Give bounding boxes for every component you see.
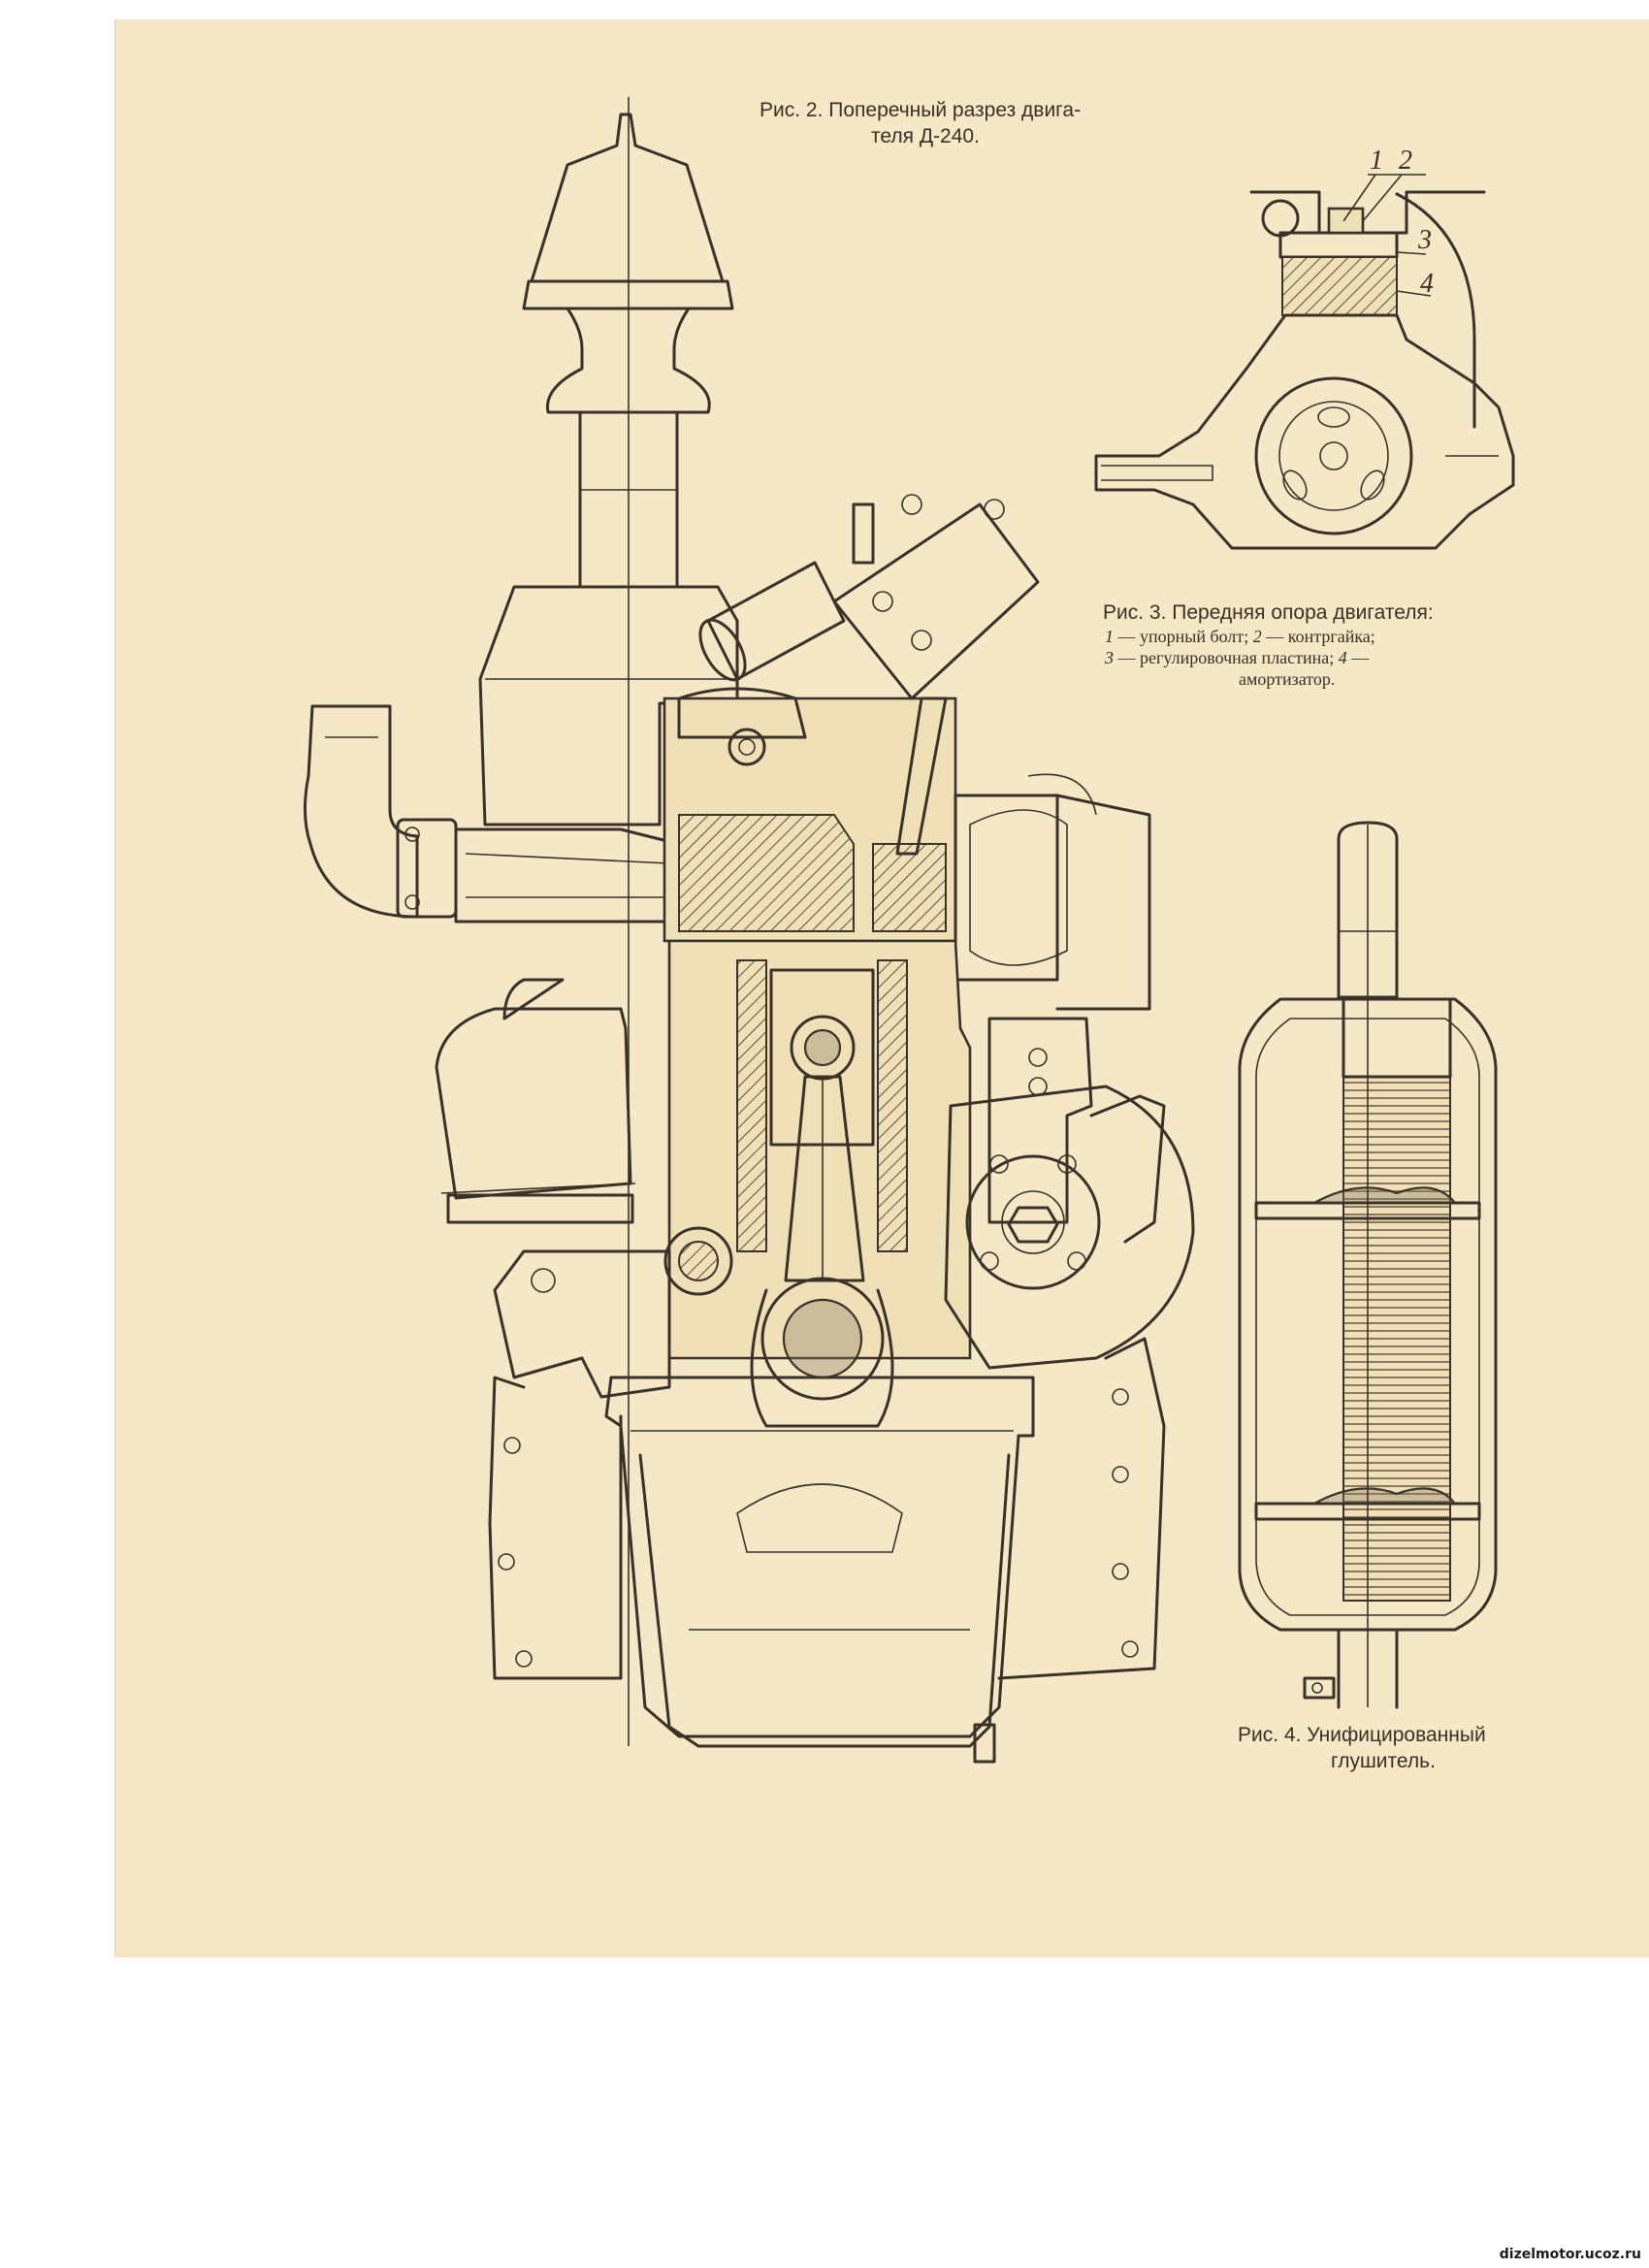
fig3-callout-3: 3 xyxy=(1418,225,1432,255)
fig4-caption-line2: глушитель. xyxy=(1331,1750,1436,1772)
engine-cross-section-drawing xyxy=(303,97,1195,1764)
fig2-caption: Рис. 2. Поперечный разрез двига- теля Д-… xyxy=(760,97,1148,149)
muffler-drawing xyxy=(1238,821,1498,1709)
fig3-caption: Рис. 3. Передняя опора двигателя: xyxy=(1103,601,1434,624)
fig3-caption-block: Рис. 3. Передняя опора двигателя: 1 — уп… xyxy=(1103,599,1510,690)
fig3-legend-line2: 3 — регулировочная пластина; 4 — xyxy=(1105,648,1370,667)
fig2-caption-line1: Рис. 2. Поперечный разрез двига- xyxy=(760,99,1082,121)
fig3-legend-line3: амортизатор. xyxy=(1239,669,1336,689)
fig4-caption-line1: Рис. 4. Унифицированный xyxy=(1238,1724,1486,1746)
fig3-callout-1: 1 xyxy=(1370,146,1383,176)
site-watermark: dizelmotor.ucoz.ru xyxy=(1499,2247,1641,2262)
fig3-callout-2: 2 xyxy=(1399,146,1412,176)
fig2-caption-line2: теля Д-240. xyxy=(871,125,980,147)
fig3-legend-line1: 1 — упорный болт; 2 — контргайка; xyxy=(1105,627,1375,646)
fig3-callout-4: 4 xyxy=(1420,269,1434,299)
fig4-caption: Рис. 4. Унифицированный глушитель. xyxy=(1238,1722,1548,1774)
front-support-drawing xyxy=(1094,174,1515,550)
